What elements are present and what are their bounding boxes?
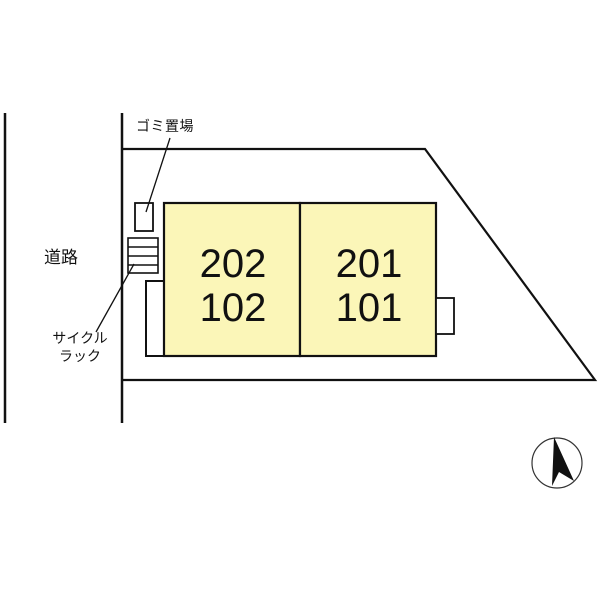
bicycle-rack xyxy=(127,237,159,274)
road-label: 道路 xyxy=(44,248,78,268)
right-annex xyxy=(435,297,455,335)
unit-102: 102 xyxy=(199,286,267,330)
trash-area-box xyxy=(134,202,154,232)
building-right-units: 201 101 xyxy=(302,242,436,330)
building-right xyxy=(298,201,438,358)
lot-boundary xyxy=(122,147,598,382)
bicycle-rack-label-line2: ラック xyxy=(59,349,101,365)
bike-leader-line xyxy=(95,263,135,333)
building-left xyxy=(162,201,302,358)
unit-202: 202 xyxy=(199,242,267,286)
trash-leader-line xyxy=(145,137,171,213)
trash-area-label: ゴミ置場 xyxy=(136,119,194,135)
building-left-units: 202 102 xyxy=(166,242,300,330)
north-arrow-icon xyxy=(531,437,583,489)
unit-101: 101 xyxy=(335,286,403,330)
unit-201: 201 xyxy=(335,242,403,286)
bicycle-rack-label: サイクル ラック xyxy=(44,330,116,366)
bicycle-rack-label-line1: サイクル xyxy=(52,331,108,347)
